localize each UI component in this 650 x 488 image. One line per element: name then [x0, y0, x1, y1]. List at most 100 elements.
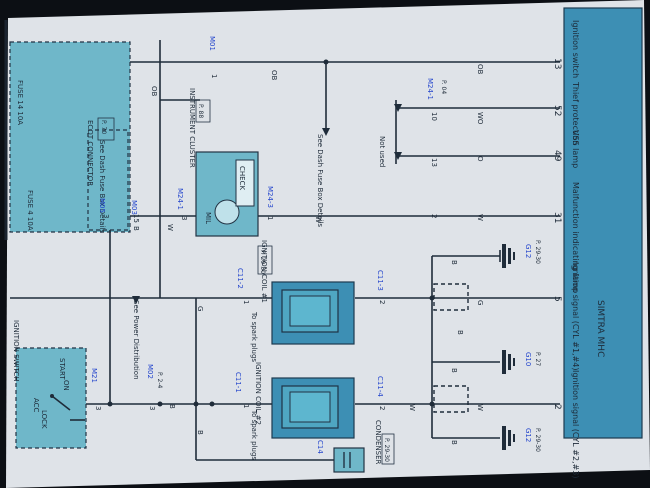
wire-ob-3: OB	[150, 86, 158, 97]
wire-b-1: B	[456, 330, 464, 335]
pin-3a: 3	[180, 216, 188, 220]
conn-m05: M05	[98, 198, 106, 213]
conn-m02-ref: P. 2-4	[156, 372, 163, 388]
ign-pos-acc: ACC	[32, 398, 40, 413]
pin-numbers: 1 2 10 13 2 2 1 1 3 1 3 3 3 15	[94, 74, 438, 410]
pin-3d: 3	[102, 214, 110, 218]
ground-icon	[499, 244, 515, 268]
conn-m31: M24-1	[426, 78, 434, 100]
wire-g-2: G	[196, 306, 204, 311]
check-label: CHECK	[238, 166, 246, 190]
pin-15: 15	[132, 214, 140, 223]
see-power-label: See Power Distribution	[132, 300, 140, 380]
pin-13: 13	[430, 158, 438, 167]
wire-o: O	[476, 156, 484, 162]
ecm-name-5: Ignition signal (CYL #1,#4)	[571, 262, 580, 371]
ecm-title: SIMTRA MHC	[595, 300, 605, 357]
ground-g12a-ref: P. 29-30	[534, 240, 541, 264]
spark-plugs-2: To spark plugs	[250, 409, 258, 460]
instrument-ref: P. 88	[197, 104, 204, 118]
fuse-4-label: FUSE 4 10A	[26, 190, 34, 231]
ground-g10-ref: P. 27	[534, 352, 541, 366]
wire-b-2: B	[450, 368, 458, 373]
pin-1d: 1	[266, 216, 274, 220]
wire-w-5: W	[166, 224, 174, 231]
ecm-pin-52: 52	[552, 105, 562, 116]
wire-ob-1: OB	[270, 70, 278, 81]
mil-label: MIL	[204, 212, 212, 224]
ign-pos-on: ON	[62, 380, 70, 391]
ground-icon	[502, 350, 515, 374]
wire-ob-2: OB	[476, 64, 484, 75]
ign-switch-title: IGNITION SWITCH	[12, 320, 20, 382]
conn-c14: C14	[316, 440, 324, 454]
conn-c11-3: C11-3	[376, 270, 384, 291]
condenser-label: CONDENSER	[374, 420, 382, 465]
conn-m31-ref: P. 04	[440, 80, 447, 94]
wire-b-5: B	[132, 226, 140, 231]
conn-c11-2: C11-2	[236, 268, 244, 289]
wire-wo: WO	[476, 112, 484, 125]
see-fuse-box-right: See Dash Fuse Box Details	[316, 134, 324, 227]
wires	[10, 40, 560, 461]
conn-c11-1: C11-1	[234, 372, 242, 393]
instrument-cluster: INSTRUMENT CLUSTER P. 88 MIL CHECK	[188, 88, 259, 237]
ecm-name-31: Malfunction indicating lamp	[571, 182, 580, 293]
dlc-label: ECOT CONNECTOR	[86, 120, 94, 186]
pin-2a: 2	[430, 214, 438, 218]
wire-w-2: W	[314, 216, 322, 223]
spark-plugs-1: To spark plugs	[250, 311, 258, 362]
conn-m24-3: M24-3	[266, 186, 274, 208]
coil1-ref: P. 29-30	[259, 250, 266, 274]
ecm-name-2: Ignition signal (CYL #2,#3)	[571, 370, 580, 479]
fuse-box-panel: FUSE 14 10A FUSE 4 10A ECOT CONNECTOR Se…	[4, 20, 131, 240]
wire-b-3: B	[450, 260, 458, 265]
pin-1c: 1	[242, 404, 250, 408]
wire-b-4: B	[450, 440, 458, 445]
condenser-ref: P. 29-30	[383, 438, 390, 462]
conn-m24-1: M24-1	[176, 188, 184, 210]
ecm-name-49: VSS lamp	[571, 130, 580, 168]
pin-2b: 2	[378, 300, 386, 304]
ecm-pin-5: 5	[552, 296, 562, 302]
ecm-pin-13: 13	[552, 58, 562, 69]
ecm-name-13: Ignition switch	[571, 20, 580, 78]
grounds: G12 G10 G12 P. 29-30 P. 27 P. 29-30	[499, 240, 541, 452]
conn-m21: M21	[90, 368, 98, 383]
wire-codes: OB OB WO O W W G W W B B B B W G OB B B …	[132, 64, 484, 445]
wire-b-6: B	[168, 404, 176, 409]
ground-g12b-ref: P. 29-30	[534, 428, 541, 452]
ignition-coil-2: IGNITION COIL #2 To spark plugs	[250, 362, 355, 460]
wire-b-7: B	[196, 430, 204, 435]
conn-c11-4: C11-4	[376, 376, 384, 397]
ecm-name-52: Thief protection	[571, 81, 580, 145]
dlc-ref: P. 70	[100, 120, 107, 134]
ecm-columns: 13 Ignition switch 52 Thief protection 4…	[552, 20, 580, 479]
wire-w-4: W	[476, 404, 484, 411]
see-fuse-box-left: See Dash Fuse Box Details	[98, 140, 106, 233]
connector-labels: M01 M05 M03 M24-1 M24-3 M02 M21 C11-2 C1…	[90, 36, 447, 454]
ignition-coil-1: IGNITION COIL #1 P. 29-30 To spark plugs	[250, 240, 355, 362]
conn-m01: M01	[208, 36, 216, 51]
coil1-label: IGNITION COIL #1	[260, 240, 268, 303]
pin-10: 10	[430, 112, 438, 121]
ground-g12a: G12	[524, 244, 532, 258]
pin-3b: 3	[148, 406, 156, 410]
ecm-pin-2: 2	[552, 404, 562, 410]
wire-w-3: W	[408, 404, 416, 411]
coil2-label: IGNITION COIL #2	[254, 362, 262, 425]
junctions	[107, 59, 435, 407]
ign-pos-start: START	[58, 358, 66, 380]
wire-g-1: G	[476, 300, 484, 305]
conn-m03: M03	[130, 200, 138, 215]
fuse-14-label: FUSE 14 10A	[16, 80, 24, 125]
pin-2c: 2	[378, 406, 386, 410]
pin-1b: 1	[242, 300, 250, 304]
not-used-label: Not used	[378, 136, 386, 167]
pin-3c: 3	[94, 406, 102, 410]
ecm-pin-31: 31	[552, 212, 562, 223]
wire-w-1: W	[476, 214, 484, 221]
notes: See Dash Fuse Box Details Not used See P…	[132, 134, 386, 380]
